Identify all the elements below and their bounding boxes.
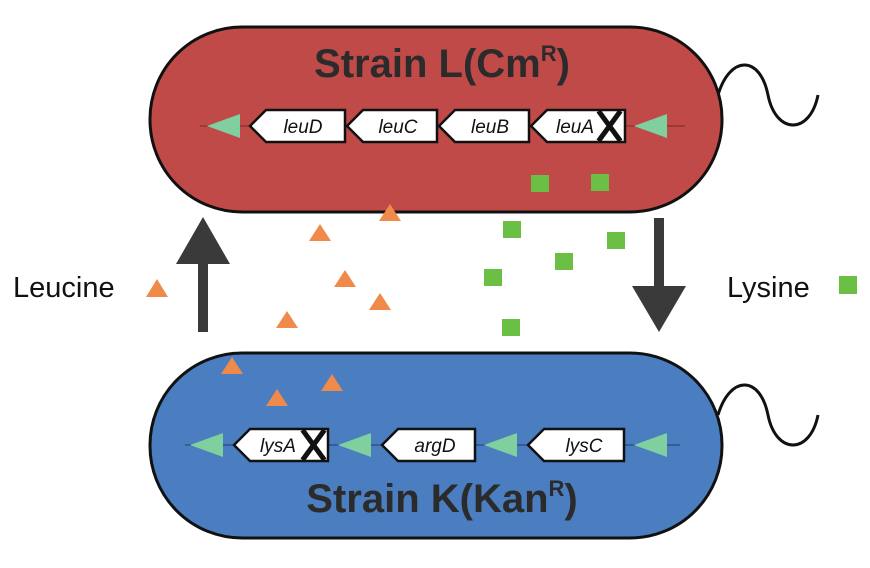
gene-leuC: leuC <box>345 108 439 144</box>
svg-text:leuA: leuA <box>556 117 594 138</box>
svg-text:leuD: leuD <box>283 117 322 138</box>
gene-leuB: leuB <box>437 108 531 144</box>
flagellum-icon <box>716 383 820 447</box>
leucine-triangle-icon <box>266 389 288 406</box>
gene-leuD: leuD <box>248 108 347 144</box>
pathway-arrowhead-icon <box>634 433 667 457</box>
leucine-triangle-icon <box>369 293 391 310</box>
strain-k-cell: Strain K(KanR) lysA argD lysC <box>148 351 820 540</box>
lysine-square-icon <box>607 232 625 249</box>
leucine-triangle-icon <box>321 374 343 391</box>
leucine-triangle-icon <box>379 204 401 221</box>
lysine-square-icon <box>502 319 520 336</box>
strain-l-cell: Strain L(CmR) leuD leuC leuB leuA <box>148 25 820 214</box>
gene-leuA: leuA <box>529 108 627 144</box>
x-mark-icon <box>596 109 623 143</box>
leucine-label: Leucine <box>13 272 115 304</box>
svg-text:lysA: lysA <box>260 436 296 457</box>
flagellum-icon <box>716 63 820 127</box>
leucine-triangle-icon <box>221 357 243 374</box>
lysine-square-icon <box>555 253 573 270</box>
lysine-legend-square-icon <box>839 276 857 294</box>
strain-l-title: Strain L(CmR) <box>314 41 570 86</box>
arrow-up-icon <box>176 217 230 332</box>
pathway-arrowhead-icon <box>484 433 517 457</box>
svg-text:leuB: leuB <box>471 117 509 138</box>
strain-k-title: Strain K(KanR) <box>306 476 577 521</box>
leucine-triangle-icon <box>309 224 331 241</box>
svg-text:leuC: leuC <box>378 117 417 138</box>
x-mark-icon <box>300 428 327 462</box>
lysine-label: Lysine <box>727 272 810 304</box>
lysine-square-icon <box>591 174 609 191</box>
gene-argD: argD <box>380 427 477 463</box>
pathway-arrowhead-icon <box>207 114 240 138</box>
pathway-arrowhead-icon <box>634 114 667 138</box>
leucine-triangle-icon <box>334 270 356 287</box>
leucine-legend-triangle-icon <box>146 279 168 297</box>
pathway-arrowhead-icon <box>190 433 223 457</box>
lysine-molecules <box>484 174 625 336</box>
gene-lysA: lysA <box>232 427 330 463</box>
leucine-molecules <box>221 204 401 406</box>
lysine-square-icon <box>503 221 521 238</box>
arrow-down-icon <box>632 218 686 332</box>
svg-text:argD: argD <box>414 436 455 457</box>
lysine-square-icon <box>484 269 502 286</box>
pathway-arrowhead-icon <box>338 433 371 457</box>
gene-lysC: lysC <box>526 427 626 463</box>
lysine-square-icon <box>531 175 549 192</box>
svg-text:lysC: lysC <box>566 436 603 457</box>
leucine-triangle-icon <box>276 311 298 328</box>
